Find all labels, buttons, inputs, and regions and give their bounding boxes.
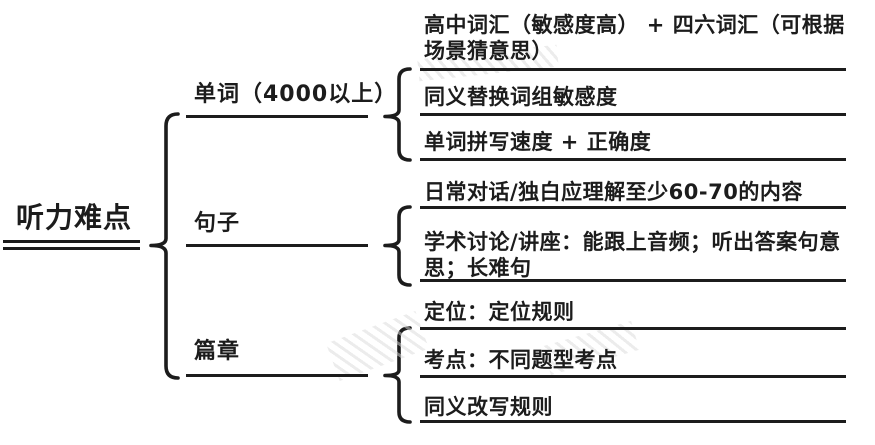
leaf-topic-question-points: 考点：不同题型考点 [420,345,846,378]
leaf-topic-label: 学术讨论/讲座：能跟上音频；听出答案句意思；长难句 [424,230,841,280]
branch-topic-sentences-underline [186,244,368,247]
branch-topic-passage-underline [186,374,368,377]
leaf-topic-daily-dialogue: 日常对话/独白应理解至少60-70的内容 [420,179,846,209]
leaf-topic-label: 同义改写规则 [424,395,553,419]
root-brace [149,112,180,380]
branch-sentences-brace [383,205,412,287]
leaf-topic-synonym-sensitivity: 同义替换词组敏感度 [420,84,846,116]
leaf-topic-label: 高中词汇（敏感度高） + 四六词汇（可根据场景猜意思） [424,13,845,63]
leaf-topic-spelling-speed: 单词拼写速度 + 正确度 [420,129,846,161]
root-topic-label: 听力难点 [16,201,133,234]
branch-topic-sentences: 句子 [194,211,241,236]
leaf-topic-academic-lecture: 学术讨论/讲座：能跟上音频；听出答案句意思；长难句 [420,226,846,282]
branch-passage-brace [383,326,412,424]
leaf-topic-label: 日常对话/独白应理解至少60-70的内容 [424,180,803,204]
watermark [326,310,429,382]
branch-topic-words-underline [186,115,368,118]
leaf-topic-label: 考点：不同题型考点 [424,348,618,372]
leaf-topic-paraphrase-rules: 同义改写规则 [420,392,846,423]
root-topic-underline [3,240,140,250]
leaf-topic-label: 单词拼写速度 + 正确度 [424,130,652,154]
branch-topic-passage: 篇章 [194,339,241,364]
branch-topic-words: 单词（4000以上） [194,82,398,107]
leaf-topic-highschool-vocab: 高中词汇（敏感度高） + 四六词汇（可根据场景猜意思） [420,12,846,71]
leaf-topic-label: 定位：定位规则 [424,300,575,324]
leaf-topic-label: 同义替换词组敏感度 [424,85,618,109]
leaf-topic-locating-rules: 定位：定位规则 [420,297,846,330]
